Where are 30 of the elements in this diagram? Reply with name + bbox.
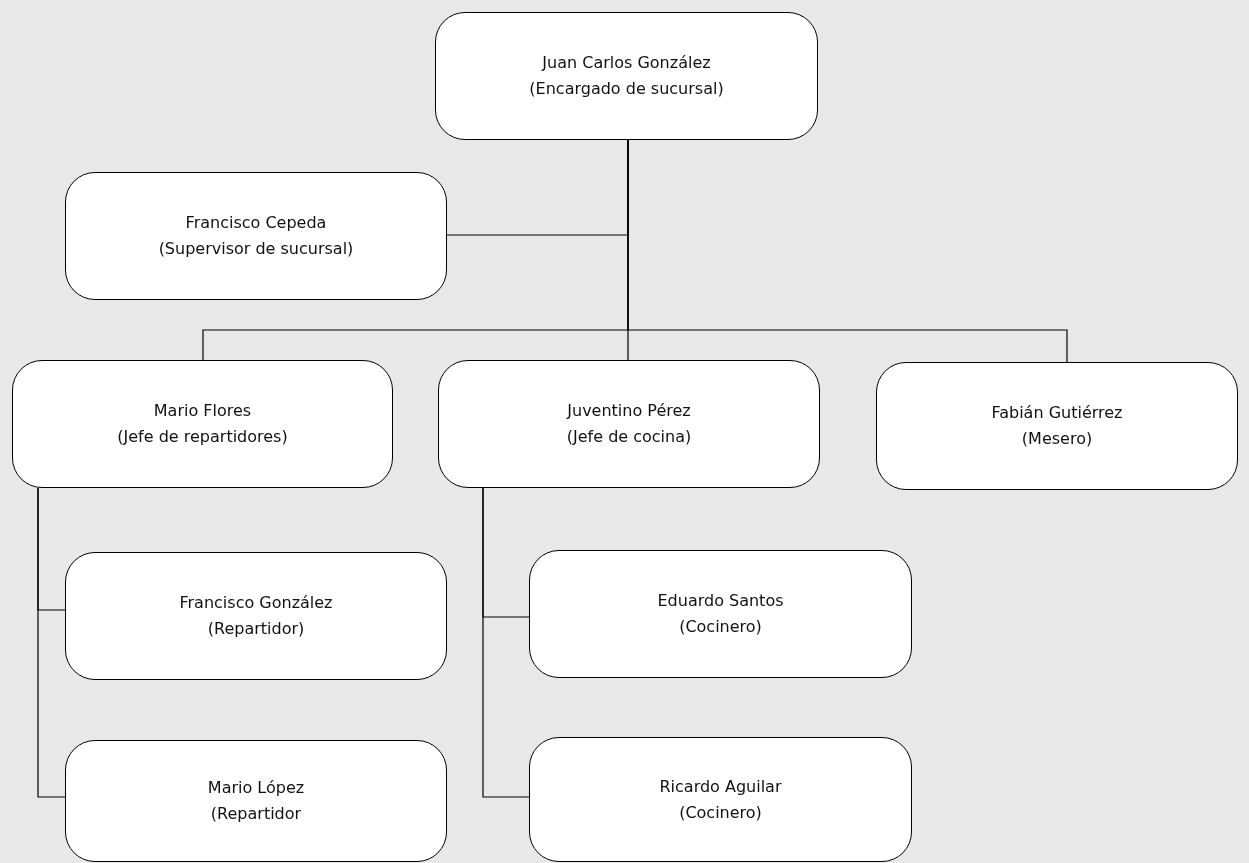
job-title: (Repartidor) <box>207 618 305 640</box>
connector-line <box>627 139 1068 363</box>
job-title: (Encargado de sucursal) <box>529 78 724 100</box>
person-name: Fabián Gutiérrez <box>991 402 1123 424</box>
person-name: Eduardo Santos <box>657 590 784 612</box>
person-name: Francisco Cepeda <box>185 212 327 234</box>
person-name: Mario Flores <box>153 400 252 422</box>
person-name: Juan Carlos González <box>542 52 711 74</box>
org-chart-box <box>65 740 447 862</box>
org-chart-box <box>438 360 820 488</box>
org-chart-box <box>435 12 818 140</box>
person-name: Francisco González <box>179 592 333 614</box>
person-name: Juventino Pérez <box>567 400 691 422</box>
person-name: Ricardo Aguilar <box>659 775 782 798</box>
org-chart-box <box>65 172 447 300</box>
org-chart-box <box>12 360 393 488</box>
job-title: (Cocinero) <box>679 616 762 638</box>
connector-line <box>37 487 66 798</box>
person-name: Mario López <box>207 777 305 799</box>
job-title: (Cocinero) <box>679 801 762 824</box>
org-chart-box <box>876 362 1238 490</box>
org-chart-box <box>529 737 912 862</box>
org-chart-box <box>65 552 447 680</box>
connector-line <box>482 487 530 798</box>
org-chart-box <box>529 550 912 678</box>
job-title: (Repartidor <box>210 803 302 825</box>
job-title: (Mesero) <box>1021 428 1093 450</box>
job-title: (Jefe de repartidores) <box>117 426 288 448</box>
job-title: (Supervisor de sucursal) <box>158 238 354 260</box>
job-title: (Jefe de cocina) <box>566 426 692 448</box>
